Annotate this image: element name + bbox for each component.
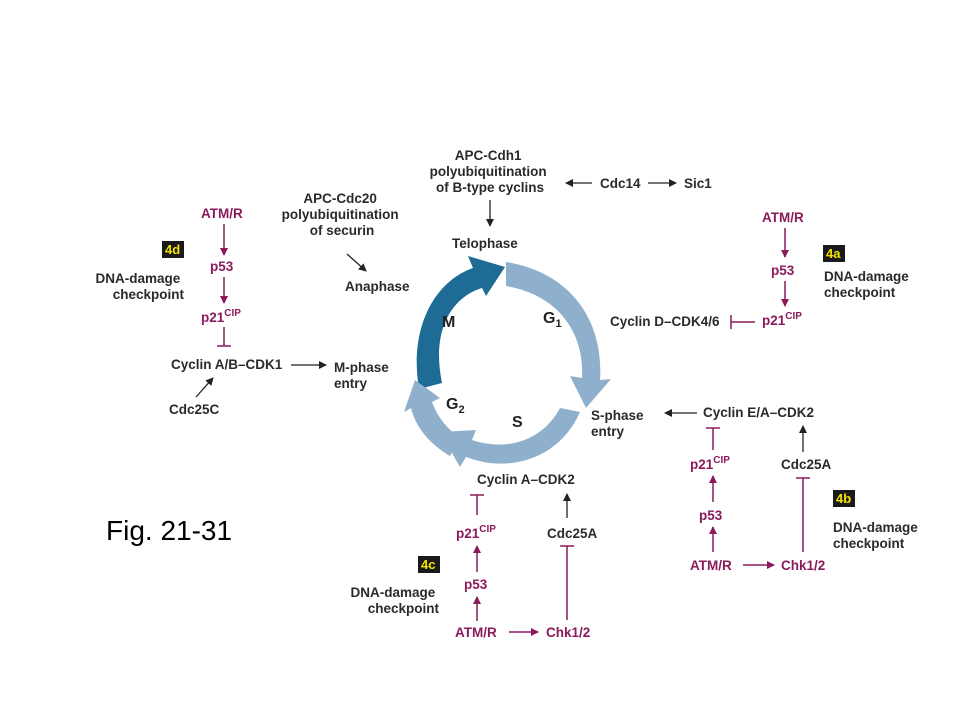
g1-phase-arc [506, 262, 611, 408]
cdc25c-to-cdk1-arrow [195, 377, 214, 398]
p21-4d-label: p21CIP [201, 308, 241, 325]
atm-4d-label: ATM/R [201, 206, 243, 221]
checkpoint-4a: 4a DNA-damage checkpoint ATM/R p53 p21CI… [610, 210, 913, 329]
m-phase-arc [416, 256, 505, 389]
checkpoint-4b: Cyclin E/A–CDK2 p21CIP p53 ATM/R Chk1/2 … [664, 405, 922, 573]
phase-g2-label: G2 [446, 396, 465, 416]
atm-4b-label: ATM/R [690, 558, 732, 573]
apc-cdc20-label: APC-Cdc20 polyubiquitination of securin [282, 191, 403, 238]
cyclin-ea-cdk2-label: Cyclin E/A–CDK2 [703, 405, 814, 420]
badge-4b-text: 4b [836, 491, 851, 506]
badge-4b [833, 490, 855, 507]
phase-m-label: M [442, 314, 455, 331]
cdc25a-4b-label: Cdc25A [781, 457, 832, 472]
badge-4a-text: 4a [826, 246, 841, 261]
g2-phase-arc [404, 380, 460, 456]
checkpoint-4b-title: DNA-damage checkpoint [833, 520, 922, 551]
checkpoint-4c: Cyclin A–CDK2 p21CIP p53 ATM/R Chk1/2 Cd… [350, 472, 597, 640]
badge-4d-text: 4d [165, 242, 180, 257]
checkpoint-4d: 4d DNA-damage checkpoint ATM/R p53 p21CI… [95, 206, 327, 417]
badge-4a [823, 245, 845, 262]
apc-cdh1-label: APC-Cdh1 polyubiquitination of B-type cy… [430, 148, 551, 195]
checkpoint-4c-title: DNA-damage checkpoint [350, 585, 439, 616]
figure-label: Fig. 21-31 [106, 515, 232, 546]
atm-4a-label: ATM/R [762, 210, 804, 225]
cdc25c-label: Cdc25C [169, 402, 220, 417]
phase-g1-label: G1 [543, 310, 562, 330]
p53-4a-label: p53 [771, 263, 795, 278]
s-phase-arc [440, 408, 580, 467]
badge-4d [162, 241, 184, 258]
atm-4c-label: ATM/R [455, 625, 497, 640]
p53-4d-label: p53 [210, 259, 234, 274]
cdc25a-4c-label: Cdc25A [547, 526, 598, 541]
p21-4b-label: p21CIP [690, 455, 730, 472]
cell-cycle-ring [404, 256, 611, 467]
apc-cdc20-to-anaphase-arrow [346, 253, 367, 272]
cyclin-a-cdk2-label: Cyclin A–CDK2 [477, 472, 575, 487]
p21-4c-label: p21CIP [456, 524, 496, 541]
chk12-4c-label: Chk1/2 [546, 625, 590, 640]
cyclin-ab-cdk1-label: Cyclin A/B–CDK1 [171, 357, 283, 372]
checkpoint-4a-title: DNA-damage checkpoint [824, 269, 913, 300]
p53-4b-label: p53 [699, 508, 723, 523]
p21-4a-label: p21CIP [762, 311, 802, 328]
checkpoint-4d-title: DNA-damage checkpoint [95, 271, 184, 302]
anaphase-label: Anaphase [345, 279, 410, 294]
p53-4c-label: p53 [464, 577, 488, 592]
chk12-4b-label: Chk1/2 [781, 558, 825, 573]
phase-s-label: S [512, 414, 523, 431]
badge-4c [418, 556, 440, 573]
telophase-label: Telophase [452, 236, 518, 251]
sic1-label: Sic1 [684, 176, 712, 191]
cyclin-d-cdk46-label: Cyclin D–CDK4/6 [610, 314, 720, 329]
cdc14-label: Cdc14 [600, 176, 641, 191]
badge-4c-text: 4c [421, 557, 435, 572]
